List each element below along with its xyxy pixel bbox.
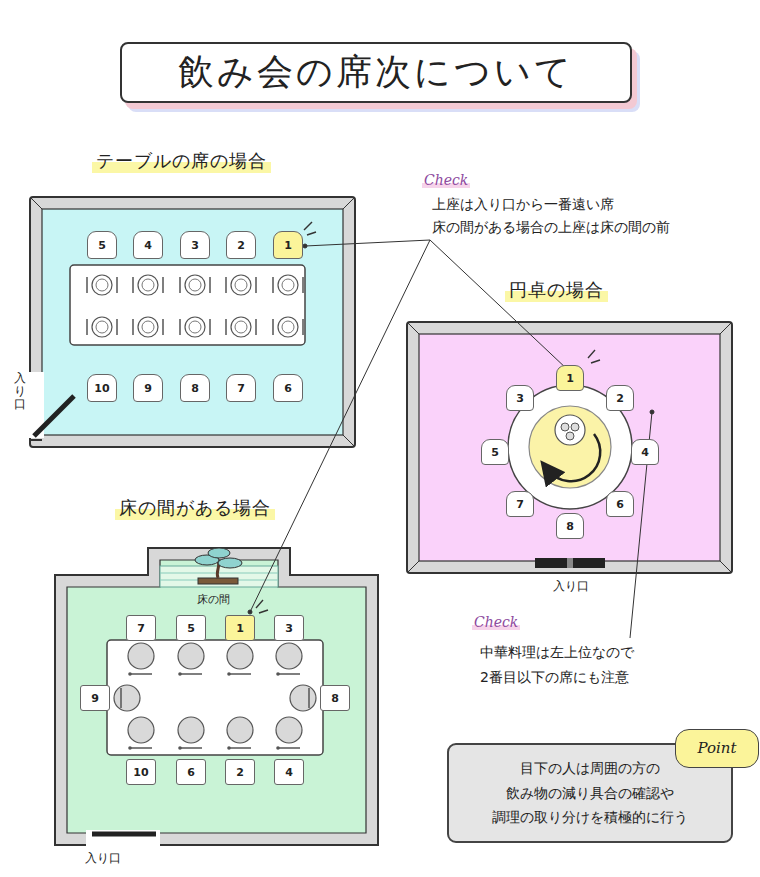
room-panel: テーブルの席の場合54321109876 bbox=[30, 197, 355, 447]
entrance-label: 入り口 bbox=[552, 578, 590, 595]
seat: 5 bbox=[87, 231, 117, 259]
seat: 8 bbox=[320, 685, 350, 711]
seat: 4 bbox=[631, 439, 659, 465]
seat-number: 1 bbox=[284, 239, 292, 252]
seat: 2 bbox=[226, 231, 256, 259]
room-panel: 円卓の場合13254768 bbox=[407, 322, 732, 573]
room-heading: 床の間がある場合 bbox=[115, 496, 275, 520]
seat-number: 5 bbox=[98, 239, 106, 252]
seat: 3 bbox=[180, 231, 210, 259]
seat: 1 bbox=[556, 365, 584, 391]
note-text: 上座は入り口から一番遠い席 bbox=[430, 196, 616, 214]
seat-number: 1 bbox=[566, 372, 574, 385]
check-tag: Check bbox=[472, 614, 520, 630]
box-text: 目下の人は周囲の方の 飲み物の減り具合の確認や 調理の取り分けを積極的に行う bbox=[470, 756, 710, 830]
entrance-label: 入り口 bbox=[14, 372, 26, 412]
seat-number: 7 bbox=[516, 498, 524, 511]
seat-number: 4 bbox=[144, 239, 152, 252]
seat: 3 bbox=[274, 615, 304, 641]
seat: 2 bbox=[606, 385, 634, 411]
room-heading: テーブルの席の場合 bbox=[92, 149, 271, 173]
seat-number: 9 bbox=[144, 382, 152, 395]
seat: 7 bbox=[226, 374, 256, 402]
seat-number: 2 bbox=[236, 766, 244, 779]
note-text: 中華料理は左上位なので 2番目以下の席にも注意 bbox=[480, 640, 690, 689]
seat: 3 bbox=[506, 385, 534, 411]
seat-number: 7 bbox=[237, 382, 245, 395]
note-text: 床の間がある場合の上座は床の間の前 bbox=[430, 219, 672, 237]
seat-number: 2 bbox=[616, 392, 624, 405]
seat-number: 6 bbox=[187, 766, 195, 779]
point-bubble: Point bbox=[675, 729, 759, 768]
seat: 4 bbox=[274, 759, 304, 785]
seat-number: 10 bbox=[94, 382, 109, 395]
seat: 8 bbox=[556, 513, 584, 539]
point-box: 目下の人は周囲の方の 飲み物の減り具合の確認や 調理の取り分けを積極的に行うPo… bbox=[447, 743, 733, 843]
seat: 8 bbox=[180, 374, 210, 402]
seat: 7 bbox=[506, 491, 534, 517]
seat: 2 bbox=[225, 759, 255, 785]
seat-number: 7 bbox=[137, 622, 145, 635]
room-heading: 円卓の場合 bbox=[505, 278, 608, 302]
seat: 5 bbox=[176, 615, 206, 641]
seat: 1 bbox=[225, 615, 255, 641]
box-text: 飲み会の席次について bbox=[178, 48, 574, 97]
entrance-label: 入り口 bbox=[84, 850, 122, 867]
seat: 1 bbox=[273, 231, 303, 259]
seat: 6 bbox=[176, 759, 206, 785]
title-box: 飲み会の席次について bbox=[120, 42, 632, 103]
seat: 9 bbox=[80, 685, 110, 711]
seat-number: 3 bbox=[191, 239, 199, 252]
seat: 6 bbox=[273, 374, 303, 402]
seat: 9 bbox=[133, 374, 163, 402]
seat: 7 bbox=[126, 615, 156, 641]
seat: 4 bbox=[133, 231, 163, 259]
seat: 10 bbox=[87, 374, 117, 402]
seat-number: 10 bbox=[133, 766, 148, 779]
seat-number: 1 bbox=[236, 622, 244, 635]
seat: 5 bbox=[481, 439, 509, 465]
seat: 10 bbox=[126, 759, 156, 785]
seat-number: 6 bbox=[616, 498, 624, 511]
seat-number: 6 bbox=[284, 382, 292, 395]
seat: 6 bbox=[606, 491, 634, 517]
seat-number: 5 bbox=[187, 622, 195, 635]
seat-number: 3 bbox=[285, 622, 293, 635]
seat-number: 8 bbox=[331, 692, 339, 705]
seat-number: 3 bbox=[516, 392, 524, 405]
seat-number: 4 bbox=[285, 766, 293, 779]
tokonoma-label: 床の間 bbox=[196, 592, 231, 607]
seat-number: 4 bbox=[641, 446, 649, 459]
seat-number: 5 bbox=[491, 446, 499, 459]
seat-number: 8 bbox=[191, 382, 199, 395]
box-text: Point bbox=[676, 735, 758, 761]
seat-number: 8 bbox=[566, 520, 574, 533]
seat-number: 9 bbox=[91, 692, 99, 705]
check-tag: Check bbox=[422, 172, 470, 188]
seat-number: 2 bbox=[237, 239, 245, 252]
